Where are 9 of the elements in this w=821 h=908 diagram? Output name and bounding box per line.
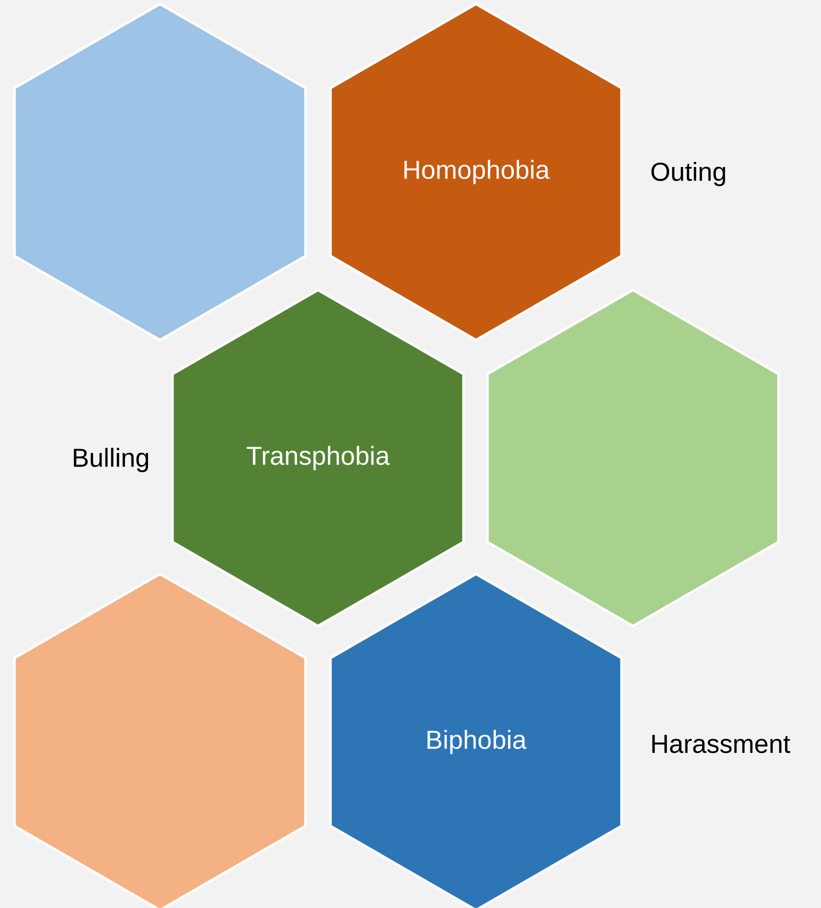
hexagon	[13, 572, 307, 908]
side-label: Harassment	[652, 734, 790, 754]
side-label: Outing	[651, 162, 726, 186]
hexagon: Transphobia	[171, 288, 465, 628]
hexagon: Homophobia	[329, 2, 623, 342]
side-label: Bulling	[74, 448, 148, 472]
hexagon: Biphobia	[329, 572, 623, 908]
hexagon	[13, 2, 307, 342]
hexagon	[486, 288, 780, 628]
